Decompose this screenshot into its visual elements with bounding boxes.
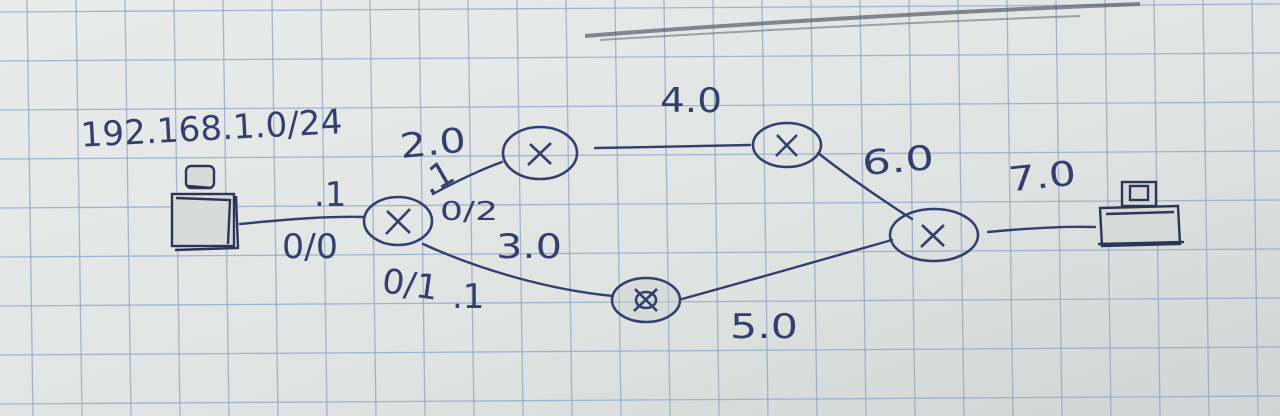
router-x-icon	[888, 207, 980, 263]
net-r2-r4-label: 4.0	[660, 81, 722, 121]
grid-line	[0, 297, 1280, 307]
grid-line	[1006, 0, 1014, 416]
grid-line	[271, 0, 279, 416]
grid-line	[0, 101, 1280, 111]
grid-line	[0, 150, 1280, 160]
grid-line	[0, 52, 1280, 62]
iface-label: .1	[314, 175, 346, 215]
link-r1-r3	[421, 242, 615, 298]
grid-line	[320, 0, 328, 416]
link-r2-r4	[593, 143, 752, 150]
grid-line	[761, 0, 769, 416]
printer-icon	[1097, 180, 1185, 248]
computer-icon	[170, 164, 240, 252]
net-r1-r3-label: 3.0	[496, 227, 562, 267]
grid-line	[810, 0, 818, 416]
net-r1-r2-label: 2.0	[398, 120, 468, 167]
router-x-icon	[610, 276, 682, 324]
grid-line	[0, 346, 1280, 356]
grid-line	[1055, 0, 1063, 416]
grid-line	[614, 0, 622, 416]
grid-line	[124, 0, 132, 416]
port-label: 0/2	[440, 197, 498, 227]
port-label: 0/1	[380, 261, 441, 308]
grid-line	[0, 395, 1280, 405]
port-label: 0/0	[282, 227, 338, 267]
router-x-icon	[501, 125, 579, 181]
grid-line	[565, 0, 573, 416]
iface-label: .1	[452, 277, 484, 317]
grid-line	[663, 0, 671, 416]
grid-line	[0, 248, 1280, 258]
grid-line	[418, 0, 426, 416]
net-r5-host2-label: 7.0	[1006, 154, 1078, 201]
grid-line	[369, 0, 377, 416]
link-host-r1	[238, 215, 366, 226]
router-x-icon	[751, 121, 823, 169]
link-r5-host2	[986, 225, 1097, 234]
grid-line	[467, 0, 475, 416]
grid-line	[516, 0, 524, 416]
link-r3-r5	[680, 238, 894, 301]
grid-line	[859, 0, 867, 416]
grid-line	[908, 0, 916, 416]
net-r4-r5-label: 6.0	[860, 138, 935, 184]
grid-line	[1202, 0, 1210, 416]
net-r3-r5-label: 5.0	[730, 307, 798, 347]
router-x-icon	[362, 195, 434, 247]
grid-line	[712, 0, 720, 416]
grid-line	[957, 0, 965, 416]
pencil-stroke	[599, 15, 1081, 41]
pencil-stroke	[584, 2, 1141, 38]
link-r1-r2	[431, 160, 504, 196]
